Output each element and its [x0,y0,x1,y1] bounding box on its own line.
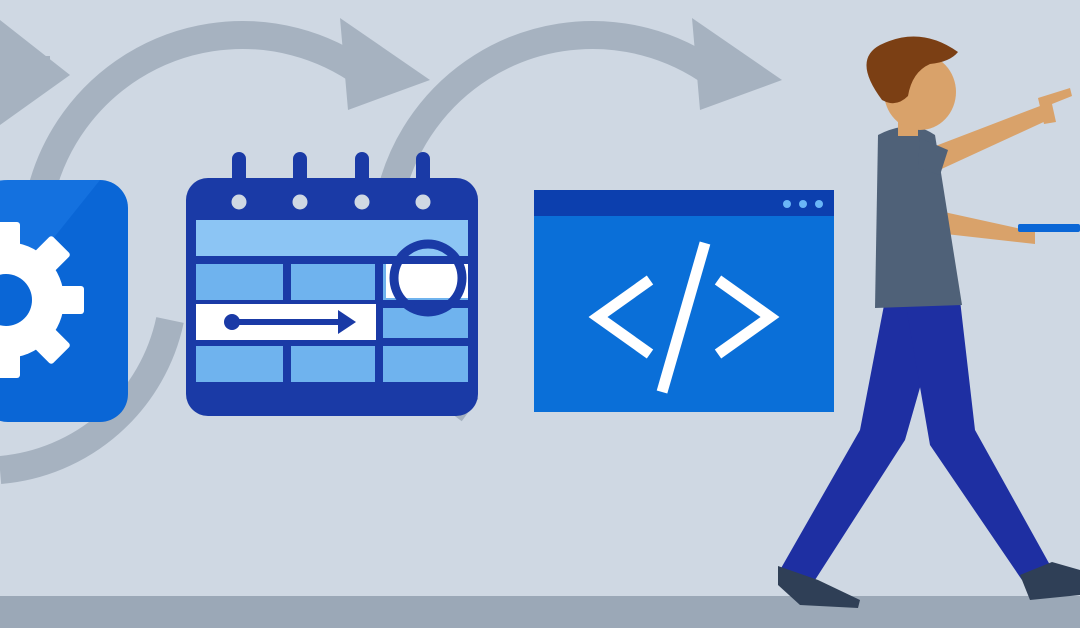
person-hair [866,36,958,104]
person-figure [778,36,1080,608]
arrowhead-right [692,18,782,110]
calendar-event-arrow [224,310,356,334]
code-brackets-icon [588,241,780,394]
arrowheads [0,18,782,125]
calendar-header-row [196,220,468,256]
calendar-rings [228,152,434,213]
person-leg-front [905,300,1050,580]
cycle-arrow-left [0,316,184,484]
gear-icon [0,222,84,378]
arrowhead-left [0,20,70,125]
tablet-device [1018,224,1080,232]
person-shoe-front [1020,562,1080,600]
person-sleeve [918,138,948,175]
person-leg-back [780,300,945,580]
window-dots-icon [783,200,823,208]
floor [0,596,1080,628]
calendar-highlight-circle [389,239,467,317]
person-arm-lower [928,210,1035,244]
calendar-panel [186,152,478,416]
person-shoe-back [778,566,860,608]
code-window-panel [534,190,834,412]
person-arm-pointing [925,106,1048,172]
arrowhead-middle [340,18,430,110]
gear-panel [0,180,128,422]
person-hand-pointing [1038,88,1072,124]
